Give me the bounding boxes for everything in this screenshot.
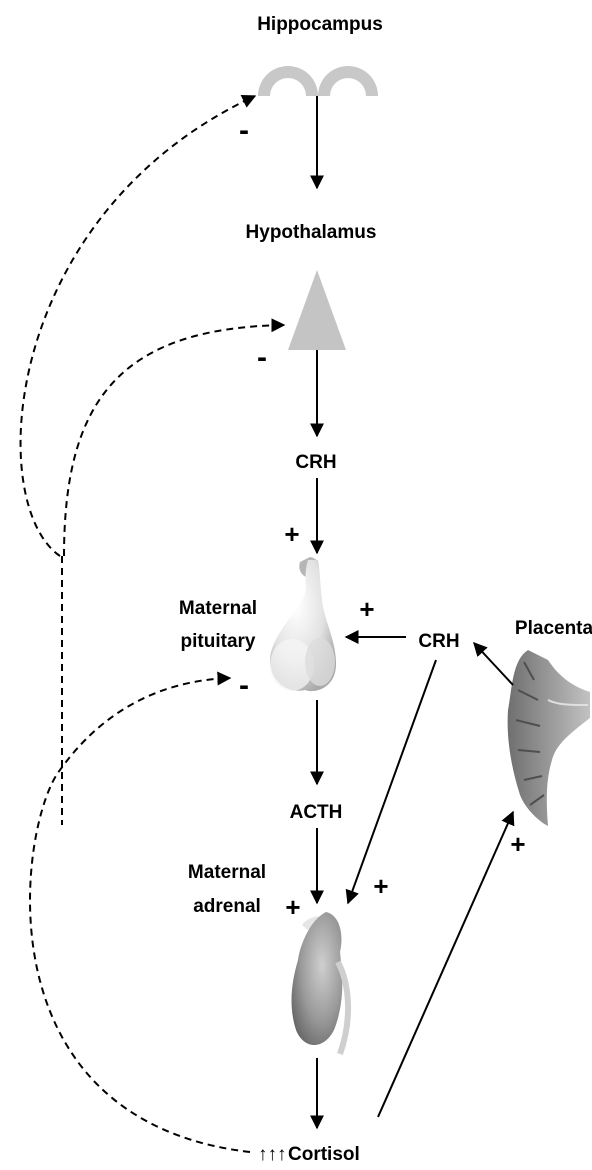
- hypothalamus-label: Hypothalamus: [246, 222, 377, 243]
- cortisol-label: Cortisol: [288, 1144, 360, 1165]
- adrenal-gland-icon: [292, 912, 349, 1054]
- pituitary-label-line2: pituitary: [181, 631, 256, 652]
- arrow-placental-crh-to-adrenal: [348, 660, 436, 903]
- hippocampus-feedback-sign: -: [239, 114, 249, 147]
- cortisol-increase-arrows: ↑↑↑: [258, 1144, 287, 1165]
- adrenal-label-line2: adrenal: [193, 896, 261, 917]
- pituitary-label-line1: Maternal: [179, 598, 257, 619]
- hypothalamus-feedback-sign: -: [257, 341, 267, 374]
- feedback-arrow-to-hippocampus: [21, 96, 255, 556]
- placenta-label: Placenta: [515, 618, 592, 639]
- arrow-placenta-to-crh: [474, 643, 513, 685]
- pituitary-gland-icon: [270, 557, 336, 691]
- hippocampus-label: Hippocampus: [257, 14, 383, 35]
- pituitary-feedback-sign: -: [239, 669, 249, 702]
- hypothalamus-icon: [288, 270, 346, 350]
- hippocampus-icon: [258, 66, 378, 96]
- arrow-cortisol-to-placenta: [378, 812, 513, 1117]
- adrenal-label-line1: Maternal: [188, 862, 266, 883]
- feedback-arrow-to-hypothalamus: [64, 325, 284, 556]
- placental-crh-to-adrenal-sign: +: [373, 871, 388, 901]
- crh-central-label: CRH: [295, 452, 336, 473]
- placenta-icon: [508, 650, 590, 826]
- acth-to-adrenal-sign: +: [285, 892, 300, 922]
- placental-crh-to-pituitary-sign: +: [359, 594, 374, 624]
- crh-placental-label: CRH: [418, 631, 459, 652]
- acth-label: ACTH: [290, 802, 343, 823]
- cortisol-to-placenta-sign: +: [510, 829, 525, 859]
- crh-to-pituitary-sign: +: [284, 519, 299, 549]
